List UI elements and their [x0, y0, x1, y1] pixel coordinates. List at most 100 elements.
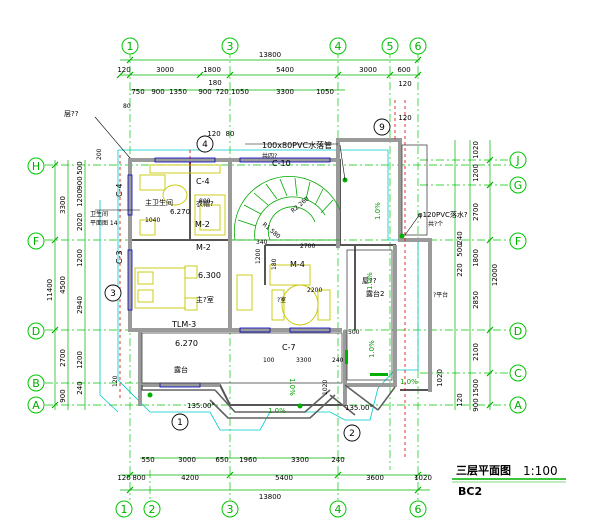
- windows: [127, 157, 331, 388]
- dim-right-r1-0: 1020: [472, 141, 480, 159]
- inner-dim-1040: 1040: [145, 217, 160, 224]
- dim-left-r2-0: 500: [76, 161, 84, 174]
- slope-4: 1.0%: [400, 378, 418, 386]
- callout-9: 9: [379, 123, 385, 133]
- dim-right-r2-4: 1020: [436, 369, 444, 387]
- inner-dim-800: 800: [199, 198, 211, 205]
- axis-label-bottom-2: 2: [149, 503, 156, 516]
- dim-top-r2-4: 720: [215, 88, 228, 96]
- axis-bubble-left-A: [27, 396, 45, 414]
- dim-left-r1-2: 2700: [59, 349, 67, 367]
- slope-3: 1.0%: [268, 407, 286, 415]
- dim-left-r2-5: 2940: [76, 296, 84, 314]
- axis-label-left-A: A: [32, 399, 40, 412]
- dim-right-r1-4: 2850: [472, 291, 480, 309]
- dim-right-r1-1: 1200: [472, 164, 480, 182]
- dim-bottom-r2-4: 3300: [291, 456, 309, 464]
- dim-top-r1-4: 3000: [359, 66, 377, 74]
- slope-6: 1.0%: [288, 378, 296, 396]
- dim-top-r2-1: 900: [151, 88, 164, 96]
- label-pipe2b: 共?个: [428, 220, 443, 228]
- dim-right-total: 12000: [491, 264, 499, 286]
- dim-left-r1-3: 900: [59, 389, 67, 402]
- axis-bubble-top-6: [409, 37, 427, 55]
- axis-bubble-right-C: [509, 364, 527, 382]
- dim-left-r2-1: 900: [76, 176, 84, 189]
- dim-top-r1-5: 600: [397, 66, 410, 74]
- dim-left-r2-3: 2020: [76, 213, 84, 231]
- inner-dim-340: 340: [256, 239, 268, 246]
- dim-left-r2-2: 1200: [76, 189, 84, 207]
- red-dashed-lines: [119, 100, 406, 460]
- axis-bubble-top-5: [381, 37, 399, 55]
- dim-left-r1-1: 4500: [59, 276, 67, 294]
- slope-2: 1.0%: [366, 272, 374, 290]
- label-tlm3: TLM-3: [171, 320, 196, 329]
- callout-2: 2: [349, 429, 355, 439]
- dim-bottom-r2-1: 3000: [178, 456, 196, 464]
- dim-right-r2-1: 500: [456, 243, 464, 256]
- dim-bottom-r1-2: 4200: [181, 474, 199, 482]
- inner-dim-200: 200: [96, 148, 103, 160]
- axis-bubble-right-F: [509, 232, 527, 250]
- drain-marks: [147, 177, 405, 409]
- label-c10: C-10: [272, 159, 291, 168]
- label-m2a: M-2: [196, 243, 211, 252]
- label-room-closet: 衣帽?: [196, 199, 214, 208]
- axis-label-right-C: C: [514, 367, 522, 380]
- dim-right-r2-0: 240: [456, 231, 464, 244]
- axis-label-right-A: A: [514, 399, 522, 412]
- spiral-staircase: [232, 176, 341, 241]
- wall-fills: [128, 138, 432, 406]
- dim-left-r2-4: 1200: [76, 249, 84, 267]
- dim-bottom-r1-0: 120: [117, 474, 130, 482]
- label-elev2: 6.270: [175, 339, 198, 348]
- axis-label-top-3: 3: [227, 40, 234, 53]
- inner-dim-2200: 2200: [307, 287, 322, 294]
- label-room-terrace: 露台: [174, 365, 188, 374]
- label-c3: C-3: [115, 250, 124, 264]
- dimension-lines: [51, 56, 494, 494]
- label-elev1: 6.300: [198, 271, 221, 280]
- dim-top-small-3: 120: [398, 80, 411, 88]
- dim-bottom-r1-4: 3600: [366, 474, 384, 482]
- dim-top-r2-2: 1350: [169, 88, 187, 96]
- inner-dim-1020: 1020: [322, 380, 329, 395]
- dim-top-r2-6: 3300: [276, 88, 294, 96]
- dim-bottom-r1-5: 1020: [414, 474, 432, 482]
- diagonal-walls: [141, 384, 396, 419]
- dim-right-r2-2: 220: [456, 263, 464, 276]
- dim-top-r2-3: 900: [198, 88, 211, 96]
- callout-3: 3: [110, 289, 116, 299]
- label-bath-floor: 卫生间: [90, 210, 108, 218]
- dim-bottom-r2-5: 240: [331, 456, 344, 464]
- callout-1: 1: [177, 418, 183, 428]
- dim-top-small-2: 80: [226, 130, 235, 138]
- axis-label-right-G: G: [514, 179, 523, 192]
- label-elev3: 6.270: [170, 208, 190, 216]
- dim-top-small-0: 180: [208, 79, 221, 87]
- label-room-terrace2: 露台2: [366, 289, 384, 298]
- slope-5: 1.0%: [368, 340, 376, 358]
- dim-bottom-total: 13800: [259, 493, 281, 501]
- dim-top-small-4: 120: [398, 114, 411, 122]
- dim-top-r2-0: 750: [131, 88, 144, 96]
- label-room-terrace3: ?平台: [433, 291, 448, 299]
- dim-bottom-r2-3: 1960: [239, 456, 257, 464]
- inner-dim-2700: 2700: [300, 243, 315, 250]
- dim-right-r1-6: 1500: [472, 379, 480, 397]
- axis-label-left-H: H: [32, 160, 40, 173]
- axis-label-right-J: J: [515, 154, 519, 167]
- title-block: 三层平面图 1:100 BC2: [452, 464, 566, 498]
- dim-top-r1-2: 1800: [203, 66, 221, 74]
- label-pipe1b: 共四?: [262, 152, 277, 160]
- dim-right-r2-3: 120: [456, 393, 464, 406]
- axis-label-bottom-1: 1: [121, 503, 128, 516]
- axis-bubbles: [27, 37, 527, 518]
- dim-top-small-1: 120: [207, 130, 220, 138]
- dim-right-r1-5: 2100: [472, 343, 480, 361]
- axis-grid-lines: [45, 50, 520, 500]
- inner-dim-3300: 3300: [296, 357, 311, 364]
- axis-label-bottom-6: 6: [415, 503, 422, 516]
- label-c7: C-7: [282, 343, 296, 352]
